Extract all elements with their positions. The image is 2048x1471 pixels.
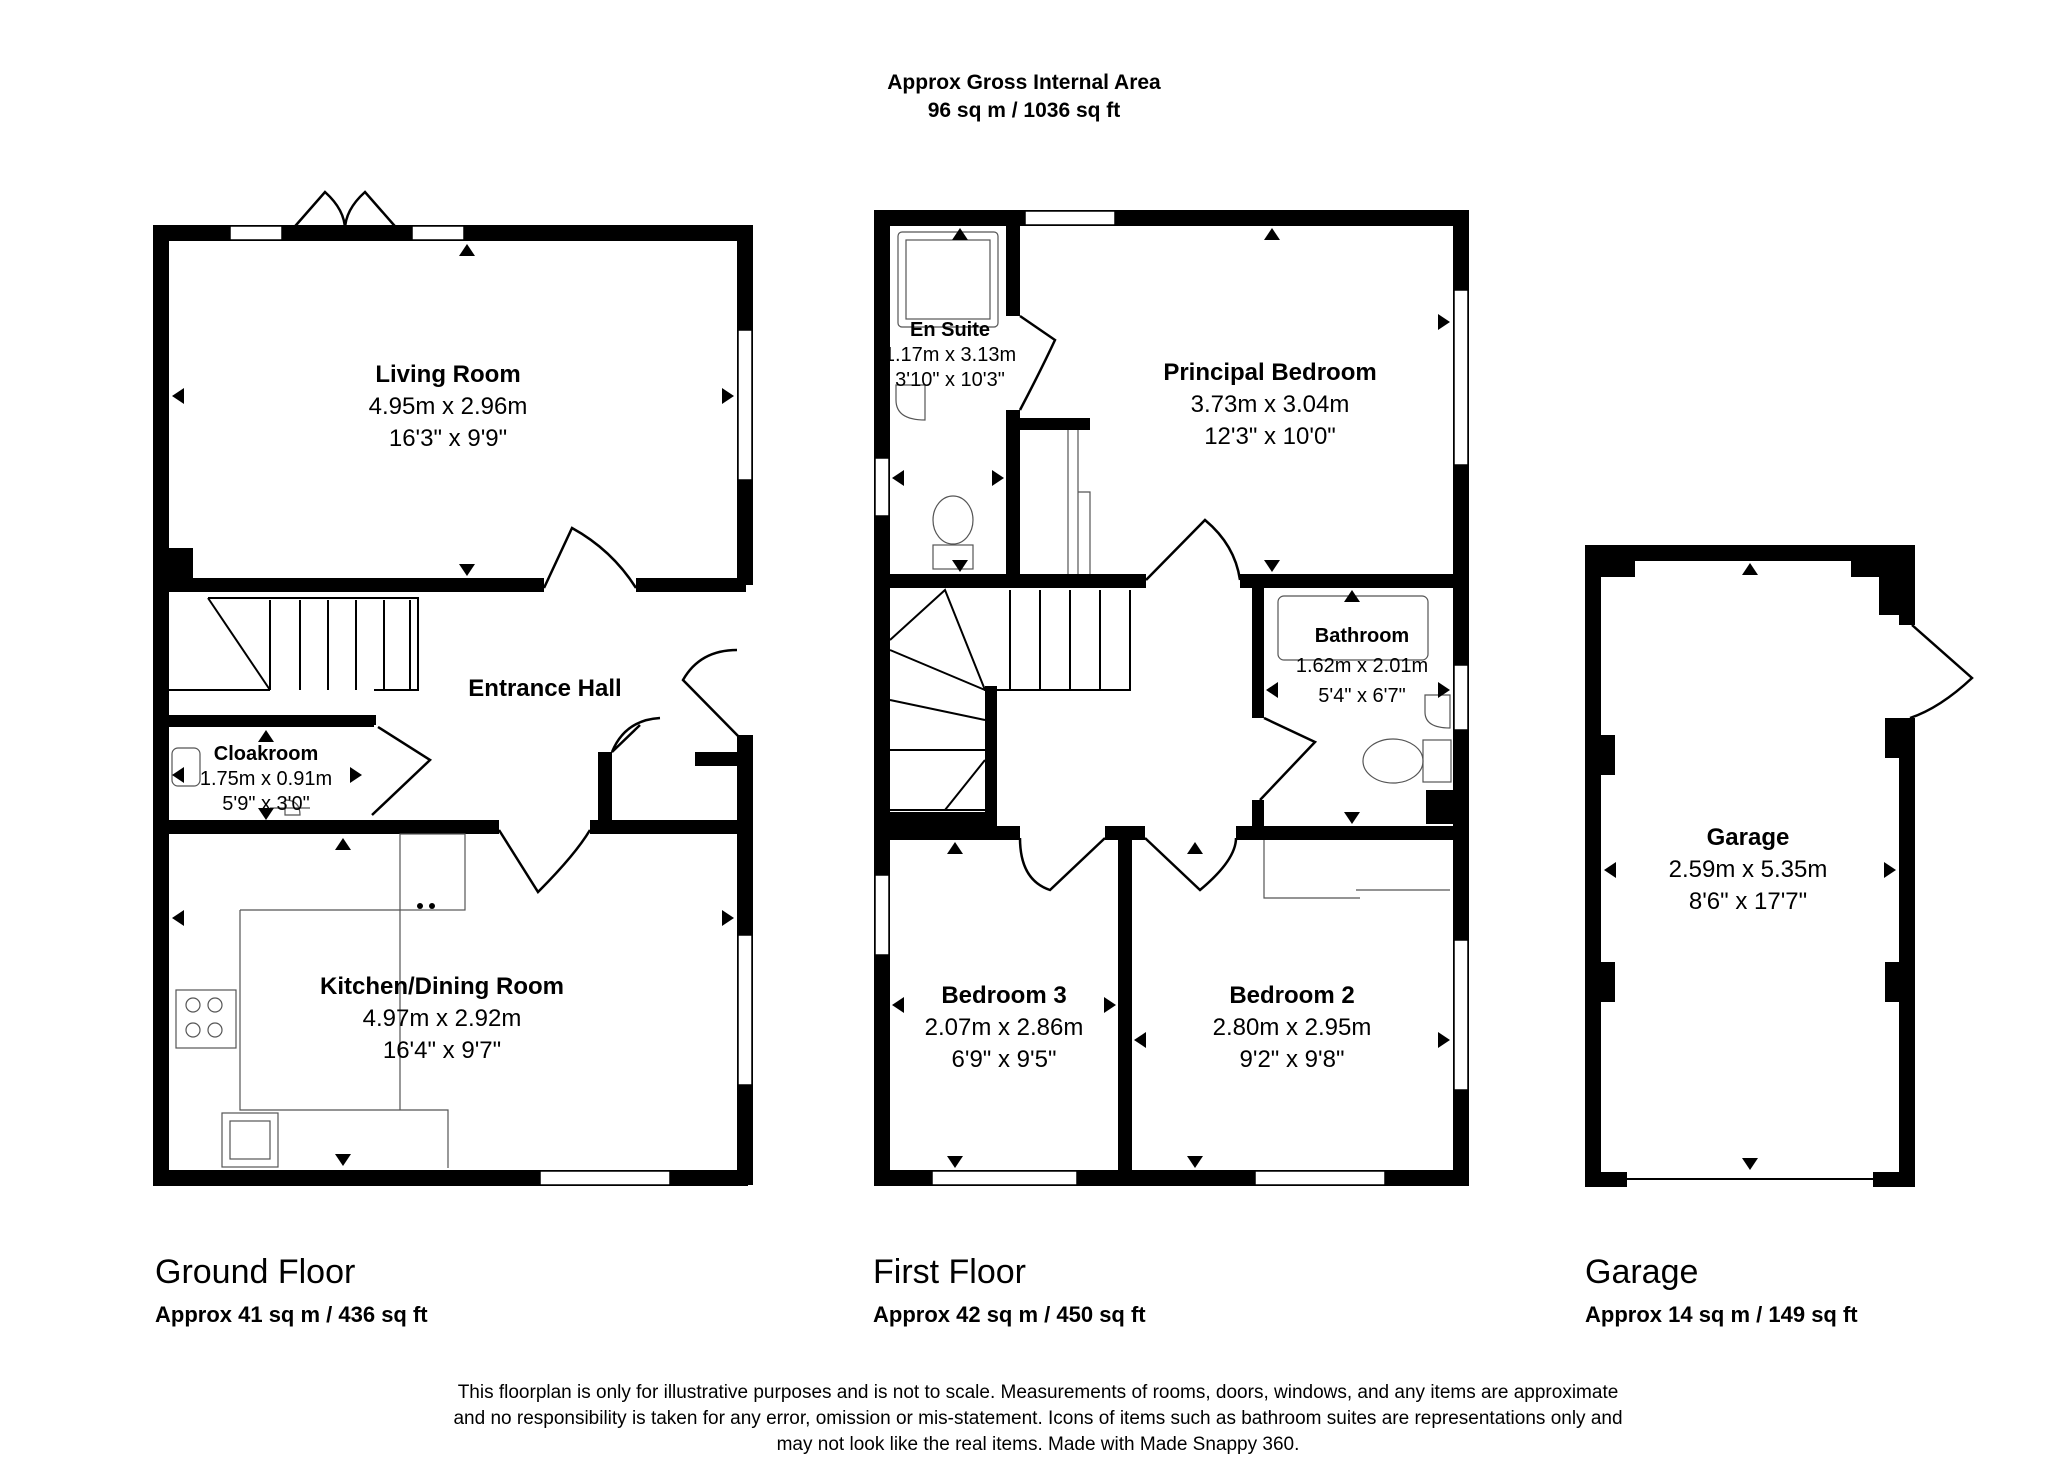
ff-bathroom-door xyxy=(1259,716,1318,801)
first-floor-plan xyxy=(874,210,1469,1186)
ff-bathroom-window xyxy=(1453,664,1469,731)
garage-imperial: 8'6" x 17'7" xyxy=(1689,888,1807,915)
ff-bed2-window xyxy=(1254,1170,1386,1186)
ff-bed3-window xyxy=(931,1170,1078,1186)
ensuite-basin-icon xyxy=(895,384,926,421)
ff-principal-window xyxy=(1024,210,1116,226)
gf-kitchen-wall xyxy=(169,820,499,834)
entrance-hall-name: Entrance Hall xyxy=(468,675,621,702)
kitchen-metric: 4.97m x 2.92m xyxy=(363,1005,522,1032)
bedroom2-imperial: 9'2" x 9'8" xyxy=(1240,1046,1345,1073)
cloakroom-imperial: 5'9" x 3'0" xyxy=(222,793,309,815)
sink-icon xyxy=(221,1112,279,1168)
ff-wall-top xyxy=(874,210,1469,226)
gf-front-door xyxy=(681,648,743,741)
living-room-imperial: 16'3" x 9'9" xyxy=(389,425,507,452)
ff-ensuite-window xyxy=(874,457,890,517)
gf-living-wall xyxy=(169,578,544,592)
bathroom-toilet-icon xyxy=(1362,738,1424,784)
disclaimer-line-2: and no responsibility is taken for any e… xyxy=(453,1408,1622,1429)
ff-principal-window-side xyxy=(1453,289,1469,466)
gf-pillar xyxy=(169,548,193,592)
ff-bed2-window-side xyxy=(1453,939,1469,1091)
gf-kitchen-door xyxy=(497,829,592,894)
ff-bed3-door xyxy=(1018,837,1106,892)
garage-name: Garage xyxy=(1707,824,1790,851)
bedroom3-name: Bedroom 3 xyxy=(941,982,1066,1009)
kitchen-imperial: 16'4" x 9'7" xyxy=(383,1037,501,1064)
gf-kitchen-window-bottom xyxy=(539,1170,671,1186)
gf-living-window-side xyxy=(737,329,753,481)
gf-kitchen-wall-right xyxy=(590,820,740,834)
kitchen-name: Kitchen/Dining Room xyxy=(320,973,564,1000)
bedroom3-imperial: 6'9" x 9'5" xyxy=(952,1046,1057,1073)
ensuite-toilet-icon xyxy=(932,495,974,545)
garage-wall-right-lower xyxy=(1899,718,1915,1187)
ff-principal-door xyxy=(1145,518,1242,581)
principal-bedroom-imperial: 12'3" x 10'0" xyxy=(1204,423,1336,450)
garage-metric: 2.59m x 5.35m xyxy=(1669,856,1828,883)
ground-floor-title: Ground Floor xyxy=(155,1253,355,1291)
gf-french-door-right xyxy=(343,190,401,233)
gf-cloak-door xyxy=(371,725,433,816)
ensuite-imperial: 3'10" x 10'3" xyxy=(895,369,1005,391)
ff-bed3-window-side xyxy=(874,874,890,956)
cloakroom-name: Cloakroom xyxy=(214,743,318,765)
shower-icon xyxy=(897,231,999,328)
garage-floor-area: Approx 14 sq m / 149 sq ft xyxy=(1585,1302,1858,1327)
living-room-metric: 4.95m x 2.96m xyxy=(369,393,528,420)
ff-ensuite-door xyxy=(1018,314,1057,411)
bathroom-name: Bathroom xyxy=(1315,625,1409,647)
first-floor-area: Approx 42 sq m / 450 sq ft xyxy=(873,1302,1146,1327)
bedroom2-name: Bedroom 2 xyxy=(1229,982,1354,1009)
gf-living-window-left xyxy=(229,225,283,241)
disclaimer-line-3: may not look like the real items. Made w… xyxy=(777,1434,1300,1455)
gf-kitchen-window-side xyxy=(737,934,753,1086)
disclaimer-line-1: This floorplan is only for illustrative … xyxy=(458,1382,1619,1403)
ensuite-metric: 1.17m x 3.13m xyxy=(884,344,1016,366)
bathroom-imperial: 5'4" x 6'7" xyxy=(1318,685,1405,707)
gf-living-window-right xyxy=(411,225,465,241)
principal-bedroom-name: Principal Bedroom xyxy=(1163,359,1376,386)
bathroom-basin-icon xyxy=(1424,694,1451,729)
garage-side-door xyxy=(1909,624,1974,720)
gross-area-value: 96 sq m / 1036 sq ft xyxy=(928,99,1121,122)
bedroom2-metric: 2.80m x 2.95m xyxy=(1213,1014,1372,1041)
garage-floor-title: Garage xyxy=(1585,1253,1698,1291)
ground-floor-plan xyxy=(153,190,753,1186)
garage-plan xyxy=(1585,545,1974,1187)
principal-bedroom-metric: 3.73m x 3.04m xyxy=(1191,391,1350,418)
garage-wall-right-upper xyxy=(1899,545,1915,625)
gf-stair-wall xyxy=(169,715,374,727)
cloakroom-metric: 1.75m x 0.91m xyxy=(200,768,332,790)
ground-floor-area: Approx 41 sq m / 436 sq ft xyxy=(155,1302,428,1327)
garage-wall-top xyxy=(1585,545,1915,561)
gf-wall-left xyxy=(153,225,169,1185)
bedroom3-metric: 2.07m x 2.86m xyxy=(925,1014,1084,1041)
gf-living-wall-right xyxy=(636,578,746,592)
gf-living-door xyxy=(542,526,638,589)
garage-wall-left xyxy=(1585,545,1601,1187)
ensuite-name: En Suite xyxy=(910,319,990,341)
first-floor-title: First Floor xyxy=(873,1253,1026,1291)
ff-landing-wall xyxy=(890,574,1146,588)
bathroom-metric: 1.62m x 2.01m xyxy=(1296,655,1428,677)
ff-bed2-door xyxy=(1144,837,1238,892)
hob-icon xyxy=(175,989,237,1049)
living-room-name: Living Room xyxy=(375,361,520,388)
gross-area-title: Approx Gross Internal Area xyxy=(887,71,1161,94)
